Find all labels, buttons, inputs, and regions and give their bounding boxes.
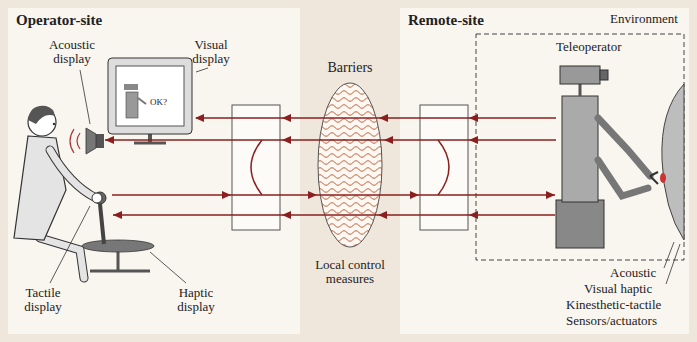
- component-label: Environment: [610, 12, 678, 26]
- component-label: Acoustic display: [40, 38, 104, 66]
- arrowhead: [469, 114, 478, 122]
- arrowhead: [113, 211, 122, 219]
- arrowhead: [378, 211, 387, 219]
- signal-line: [105, 139, 556, 141]
- leader-lines: [50, 68, 208, 283]
- arrowhead: [469, 211, 478, 219]
- arrowhead: [410, 191, 419, 199]
- signal-line: [112, 194, 555, 196]
- signal-line: [196, 117, 556, 119]
- arrowhead: [282, 211, 291, 219]
- local-loop: [251, 140, 262, 195]
- arrowhead: [384, 136, 393, 144]
- barrier-heading: Barriers: [287, 60, 413, 76]
- speaker: [70, 128, 104, 154]
- arrowhead: [469, 136, 478, 144]
- environment-surface: [660, 84, 684, 240]
- joystick: [82, 192, 154, 271]
- component-label: Tactile display: [12, 286, 74, 314]
- monitor: [108, 58, 192, 143]
- component-label: Acoustic: [610, 266, 656, 280]
- arrowhead: [282, 114, 291, 122]
- arrowhead: [195, 114, 204, 122]
- robot: [556, 66, 658, 248]
- arrowhead: [222, 191, 231, 199]
- component-label: Haptic display: [166, 286, 226, 314]
- local-loop: [438, 140, 449, 195]
- operator-panel-ground: [8, 8, 300, 334]
- control-box: [232, 105, 280, 230]
- screen-text: OK?: [150, 97, 167, 107]
- barrier-ellipse: Barriers: [317, 82, 383, 248]
- leader-lines: [664, 242, 680, 284]
- arrowhead: [546, 191, 555, 199]
- component-label: Visual haptic: [584, 282, 652, 296]
- control-box: [420, 105, 468, 230]
- arrowhead: [282, 136, 291, 144]
- component-label: Local control measures: [300, 258, 400, 286]
- arrowhead: [308, 191, 317, 199]
- panel-title: Operator-site: [8, 8, 300, 33]
- component-label: Kinesthetic-tactile: [566, 298, 661, 312]
- teleoperator-boundary: [476, 34, 684, 260]
- remote-panel-ground: [400, 8, 689, 334]
- component-label: Sensors/actuators: [566, 314, 657, 328]
- component-label: Teleoperator: [556, 40, 622, 54]
- operator-figure: [14, 106, 96, 278]
- arrowhead: [105, 136, 114, 144]
- component-label: Visual display: [182, 38, 240, 66]
- arrowhead: [379, 114, 388, 122]
- node-title: Barriers: [327, 60, 372, 75]
- barrier-shape: [317, 82, 383, 248]
- signal-line: [113, 214, 555, 216]
